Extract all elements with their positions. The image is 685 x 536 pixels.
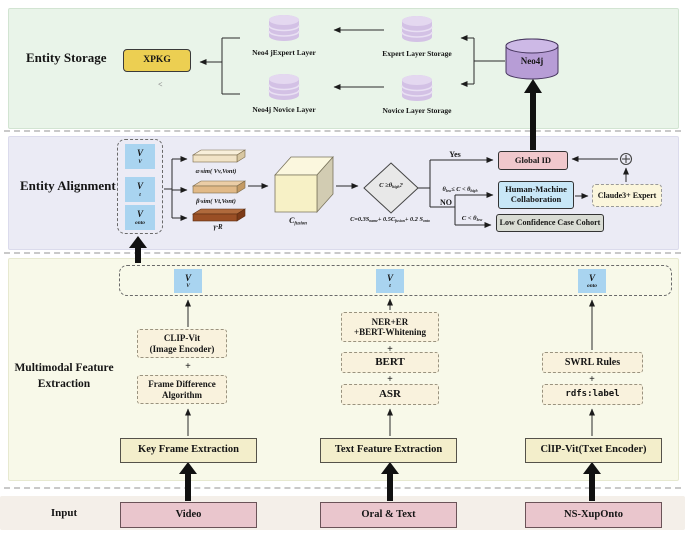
separator-1 [4, 130, 681, 132]
separator-3 [4, 487, 681, 489]
decision-diamond-shape [363, 162, 419, 214]
expert-layer-storage-cylinder-icon [401, 15, 433, 43]
novice-layer-storage-cylinder-icon [401, 74, 433, 102]
entity-storage-band [8, 8, 679, 129]
arrow-video-up [179, 462, 197, 501]
alignment-connectors [164, 156, 629, 228]
merge-plus-icon [619, 152, 633, 166]
arrow-features-to-alignment [129, 236, 147, 263]
gamma-r-slab-icon [191, 208, 247, 222]
fusion-cube-icon [274, 155, 334, 214]
neo4j-novice-layer-cylinder-icon [268, 73, 300, 101]
thick-flow-arrows [129, 79, 601, 501]
separator-2 [4, 252, 681, 254]
neo4j-database-cylinder-icon [505, 38, 559, 80]
storage-connectors [199, 27, 505, 95]
alpha-sim-slab-icon [191, 149, 247, 163]
arrow-globalid-to-neo4j [524, 79, 542, 150]
multimodal-connectors [185, 298, 595, 436]
beta-sim-slab-icon [191, 180, 247, 194]
arrow-oraltext-up [381, 462, 399, 501]
neo4j-expert-layer-cylinder-icon [268, 14, 300, 42]
arrow-nsxuponto-up [583, 462, 601, 501]
